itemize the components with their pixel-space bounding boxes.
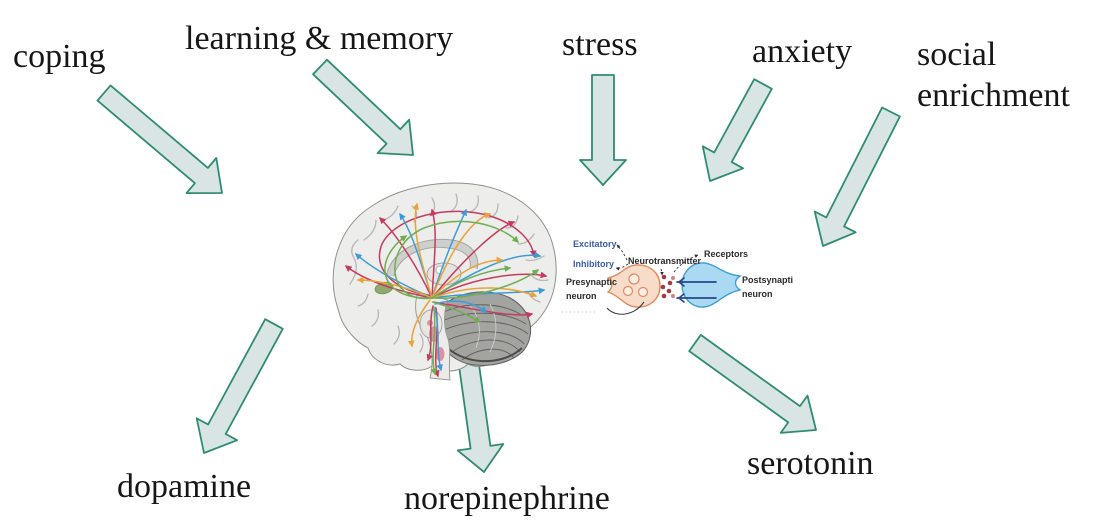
label-receptors: Receptors	[704, 249, 748, 259]
brain-illustration	[332, 182, 557, 381]
arrow-norepinephrine	[456, 355, 505, 473]
arrow-learning-memory	[312, 58, 414, 156]
label-stress: stress	[562, 26, 638, 63]
arrow-anxiety	[701, 78, 773, 182]
annotation-arrows	[562, 244, 699, 315]
pointer-line	[606, 301, 645, 315]
label-coping: coping	[13, 38, 106, 75]
pathways	[344, 202, 548, 378]
label-postsynaptic: Postsynapti	[742, 275, 793, 285]
arrow-social-enrichment	[813, 106, 901, 247]
label-inhibitory: Inhibitory	[573, 259, 614, 269]
label-anxiety: anxiety	[752, 33, 853, 70]
synapse-illustration: Excitatory Inhibitory Neurotransmitter R…	[562, 239, 793, 315]
arrow-serotonin	[688, 333, 817, 434]
label-learning-memory: learning & memory	[185, 20, 454, 57]
label-presynaptic: Presynaptic	[566, 277, 617, 287]
callosum-edge	[385, 238, 479, 279]
receptors	[676, 277, 717, 303]
label-excitatory: Excitatory	[573, 239, 617, 249]
neurotransmitter-dots	[660, 274, 675, 299]
corpus-callosum	[386, 239, 479, 278]
label-presynaptic-2: neuron	[566, 291, 597, 301]
label-serotonin: serotonin	[747, 445, 874, 482]
vesicle	[637, 286, 649, 298]
label-postsynaptic-2: neuron	[742, 289, 773, 299]
callosum-edge-inner	[393, 246, 471, 277]
vesicle	[628, 273, 640, 285]
label-social-enrichment: social enrichment	[917, 36, 1070, 114]
thalamus	[426, 262, 462, 286]
postsynaptic-neuron	[681, 262, 742, 308]
label-norepinephrine: norepinephrine	[404, 480, 610, 517]
arrow-coping	[96, 84, 223, 195]
label-dopamine: dopamine	[117, 468, 252, 505]
label-neurotransmitter: Neurotransmitter	[628, 256, 702, 266]
vesicle	[622, 285, 634, 297]
arrow-dopamine	[195, 318, 284, 454]
presynaptic-terminal	[606, 264, 661, 308]
arrow-stress	[579, 74, 627, 186]
